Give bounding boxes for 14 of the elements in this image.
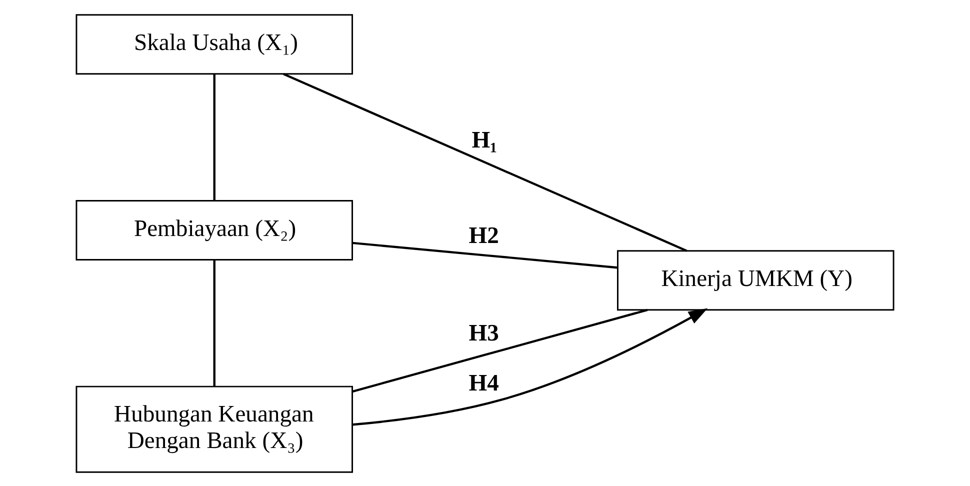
edge-label: H4 (468, 370, 499, 396)
edge-label: H3 (468, 320, 499, 346)
connector (352, 308, 648, 392)
node-box: Kinerja UMKM (Y) (617, 250, 894, 310)
connector (352, 241, 618, 268)
node-box: Pembiayaan (X₂) (76, 200, 353, 260)
connector (283, 72, 688, 252)
connector (213, 74, 216, 200)
node-box: Hubungan Keuangan Dengan Bank (X₃) (76, 385, 353, 472)
node-box: Skala Usaha (X₁) (76, 14, 353, 74)
edge-label: H2 (468, 222, 499, 249)
connector (213, 260, 216, 386)
edge-label: H₁ (472, 126, 498, 153)
arrow (352, 308, 708, 426)
